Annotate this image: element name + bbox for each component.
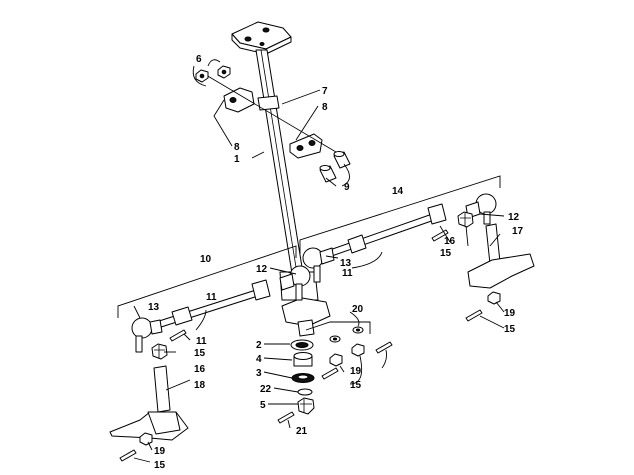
upper-bearing-clamp-left — [223, 87, 255, 113]
callout-21: 21 — [296, 426, 308, 437]
washer-22 — [297, 388, 313, 396]
callout-3: 3 — [256, 368, 262, 379]
callout-15-d: 15 — [440, 248, 452, 259]
callout-1: 1 — [234, 154, 240, 165]
callout-labels: 1 2 3 4 5 6 7 8 8 9 10 11 11 11 12 12 13… — [148, 54, 524, 471]
castle-nut-16-right — [457, 211, 474, 228]
bracket-14 — [299, 175, 501, 254]
handlebar-mount — [231, 21, 292, 55]
lock-nut-6a — [195, 69, 209, 83]
cotter-pin-15-mid — [169, 329, 187, 342]
callout-7: 7 — [322, 86, 328, 97]
castle-nut-16-left — [151, 343, 168, 360]
callout-2: 2 — [256, 340, 262, 351]
cotter-pin-15-left — [119, 449, 137, 462]
nut-19-left — [139, 432, 153, 446]
callout-22: 22 — [260, 384, 272, 395]
spindle-right — [467, 223, 535, 289]
cotter-pin-21 — [277, 411, 295, 424]
tie-rod-right — [323, 203, 447, 259]
cotter-pin-15c — [321, 367, 339, 380]
nut-19b — [351, 343, 365, 357]
callout-5: 5 — [260, 400, 266, 411]
tie-rod-end-12-right — [465, 193, 497, 225]
callout-13-right: 13 — [340, 258, 352, 269]
callout-19-right: 19 — [504, 308, 516, 319]
bearing-4 — [293, 352, 313, 367]
washer-20b — [352, 326, 364, 334]
bracket-10 — [117, 245, 297, 318]
callout-6: 6 — [196, 54, 202, 65]
callout-16-right: 16 — [444, 236, 456, 247]
callout-17: 17 — [512, 226, 524, 237]
callout-15-e: 15 — [504, 324, 516, 335]
callout-16-left: 16 — [194, 364, 206, 375]
nut-19a — [329, 353, 343, 367]
callout-10: 10 — [200, 254, 212, 265]
steering-arm — [281, 297, 331, 337]
callout-9: 9 — [344, 182, 350, 193]
nut-19-right — [487, 291, 501, 305]
callout-12-left: 12 — [256, 264, 268, 275]
callout-14: 14 — [392, 186, 404, 197]
upper-bearing-clamp-right — [289, 133, 323, 159]
leader-lines — [133, 59, 505, 463]
washer-20a — [329, 335, 341, 343]
callout-19-left: 19 — [154, 446, 166, 457]
callout-20: 20 — [352, 304, 364, 315]
cotter-pin-15d — [375, 341, 393, 354]
bracket-19-20 — [305, 321, 371, 334]
callout-11-left: 11 — [196, 336, 207, 347]
washer-3 — [291, 373, 315, 383]
callout-11-right: 11 — [342, 268, 353, 279]
bushing-9a — [333, 151, 351, 169]
callout-13-left: 13 — [148, 302, 160, 313]
lock-nut-6b — [217, 65, 231, 79]
callout-11-extra: 11 — [206, 292, 217, 303]
callout-19-center: 19 — [350, 366, 362, 377]
cotter-pin-15-right-b — [465, 309, 483, 322]
bolt-centerline — [205, 74, 337, 153]
callout-18: 18 — [194, 380, 206, 391]
spindle-left — [109, 365, 189, 441]
bushing-9b — [319, 165, 337, 183]
callout-12-right: 12 — [508, 212, 520, 223]
tie-rod-end-13-left — [131, 317, 163, 353]
callout-8-right: 8 — [322, 102, 328, 113]
callout-8-left: 8 — [234, 142, 240, 153]
callout-15-a: 15 — [194, 348, 206, 359]
callout-4: 4 — [256, 354, 262, 365]
castle-nut-5 — [297, 397, 315, 415]
bearing-seal-2 — [290, 339, 314, 351]
tie-rod-end-12-left — [279, 265, 311, 301]
callout-15-c: 15 — [350, 380, 362, 391]
callout-15-b: 15 — [154, 460, 166, 471]
